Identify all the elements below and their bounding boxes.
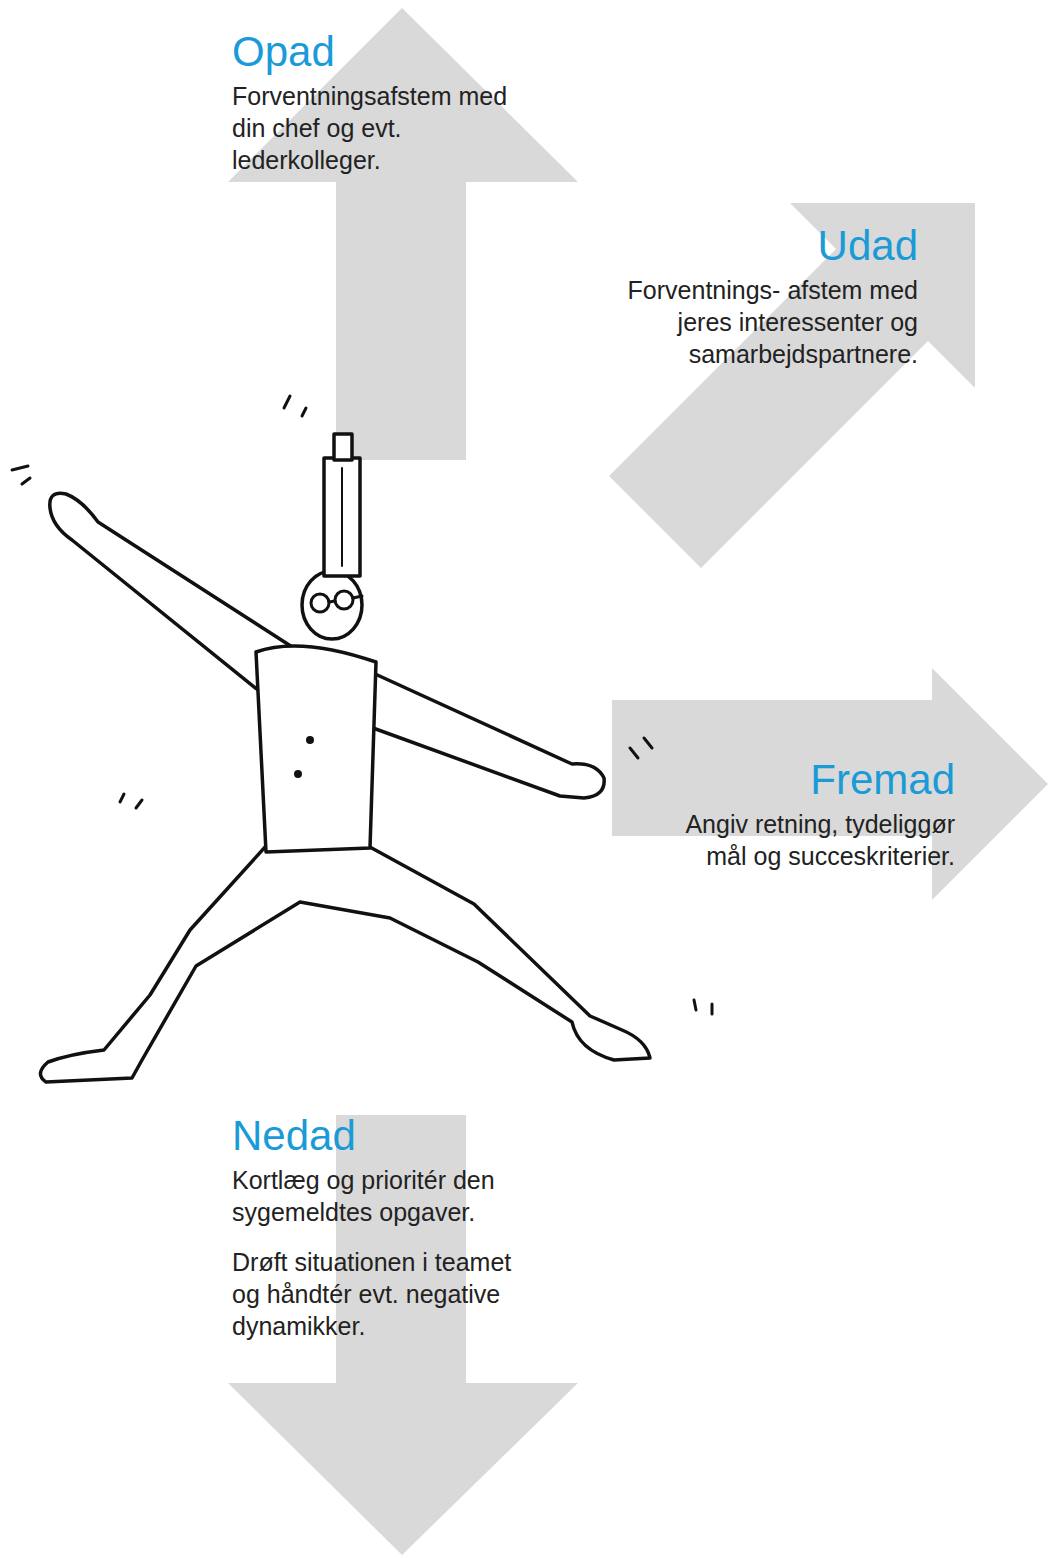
figure-arm (362, 668, 604, 798)
motion-mark (630, 738, 652, 758)
figure-candle (341, 468, 343, 566)
motion-mark (284, 396, 306, 416)
direction-arrow: OpadForventningsafstem med din chef og e… (228, 8, 580, 462)
arrow-heading: Udad (596, 222, 918, 270)
motion-mark (694, 1000, 712, 1014)
arrow-heading: Fremad (680, 756, 955, 804)
arrow-description: Drøft situationen i teamet og håndtér ev… (232, 1246, 512, 1342)
direction-arrow: FremadAngiv retning, tydeliggør mål og s… (610, 666, 1050, 902)
figure-glasses (329, 601, 335, 602)
arrow-description: Angiv retning, tydeliggør mål og succesk… (680, 808, 955, 872)
arrow-shape (228, 8, 580, 462)
figure-candle (324, 458, 360, 576)
arrow-description: Kortlæg og prioritér den sygemeldtes opg… (232, 1164, 512, 1228)
arrow-fill (612, 668, 1048, 900)
arrow-text-block: NedadKortlæg og prioritér den sygemeldte… (232, 1112, 512, 1342)
motion-mark (12, 466, 30, 484)
arrow-text-block: FremadAngiv retning, tydeliggør mål og s… (680, 756, 955, 872)
arrow-heading: Opad (232, 28, 542, 76)
arrow-description: Forventningsafstem med din chef og evt. … (232, 80, 542, 176)
arrow-fill (228, 1115, 578, 1555)
arrow-text-block: OpadForventningsafstem med din chef og e… (232, 28, 542, 176)
arrow-text-block: UdadForventnings- afstem med jeres inter… (596, 222, 918, 370)
figure-arm (50, 493, 300, 690)
arrow-heading: Nedad (232, 1112, 512, 1160)
figure-candle (334, 434, 352, 460)
arrow-fill (609, 203, 975, 568)
figure-glasses (353, 596, 362, 598)
arrow-description: Forventnings- afstem med jeres interesse… (596, 274, 918, 370)
figure-legs (40, 846, 650, 1082)
figure-glasses (311, 594, 329, 612)
figure-glasses (335, 591, 353, 609)
direction-arrow: NedadKortlæg og prioritér den sygemeldte… (228, 1112, 580, 1558)
figure-torso (256, 646, 376, 852)
figure-detail (296, 772, 301, 777)
figure-detail (308, 738, 313, 743)
direction-arrow: UdadForventnings- afstem med jeres inter… (606, 200, 978, 572)
motion-mark (120, 794, 142, 808)
arrow-shape (606, 200, 978, 572)
figure-head (302, 571, 362, 639)
arrow-fill (228, 8, 578, 460)
